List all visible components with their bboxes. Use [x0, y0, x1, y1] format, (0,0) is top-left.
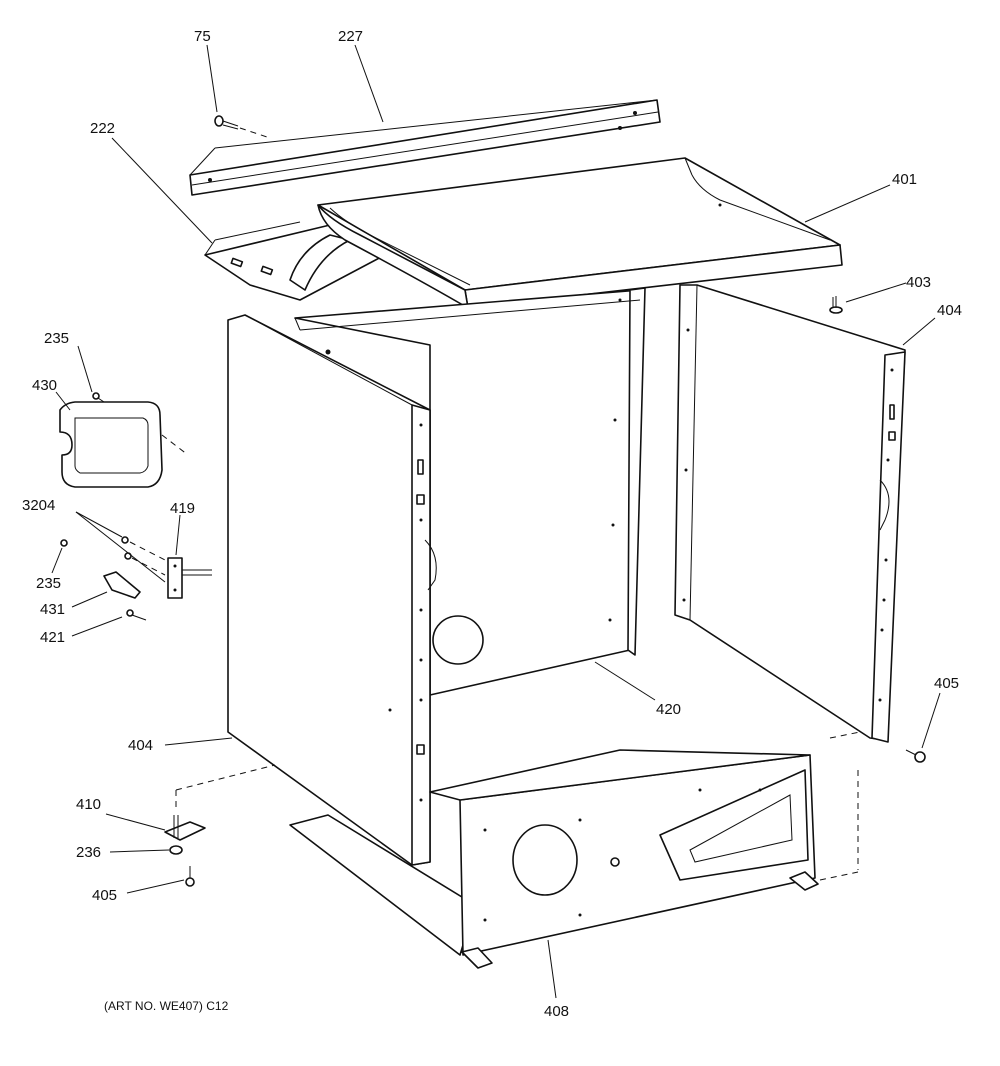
part-405-screw-right [905, 749, 926, 763]
callout-403: 403 [906, 274, 931, 291]
part-420-rear-panel [294, 287, 646, 696]
callout-430: 430 [32, 377, 57, 394]
part-222-top-bracket [204, 221, 386, 301]
callout-404-left: 404 [128, 737, 153, 754]
callout-408: 408 [544, 1003, 569, 1020]
part-227-rear-strip [189, 99, 661, 196]
part-419-switch [167, 557, 212, 599]
callout-404-right: 404 [937, 302, 962, 319]
art-number-caption: (ART NO. WE407) C12 [104, 999, 229, 1013]
part-3204-screws [60, 536, 166, 576]
callout-420: 420 [656, 701, 681, 718]
callout-419: 419 [170, 500, 195, 517]
callout-401: 401 [892, 171, 917, 188]
part-410-leveling-leg [164, 790, 206, 841]
callout-222: 222 [90, 120, 115, 137]
part-404-left-side-panel [227, 314, 437, 866]
part-235-screw-top [92, 392, 105, 403]
part-430-bezel [59, 401, 189, 488]
callout-235-mid: 235 [36, 575, 61, 592]
part-408-base [289, 749, 819, 969]
assembly-dashed-lines [175, 731, 861, 881]
callout-421: 421 [40, 629, 65, 646]
callout-405-right: 405 [934, 675, 959, 692]
callout-75: 75 [194, 28, 211, 45]
callout-410: 410 [76, 796, 101, 813]
part-421-screw [126, 609, 147, 621]
part-405-screw-left [185, 866, 195, 887]
part-236-foot [169, 845, 183, 855]
part-431-bracket [103, 571, 141, 599]
callout-227: 227 [338, 28, 363, 45]
callout-431: 431 [40, 601, 65, 618]
leader-lines [51, 44, 941, 999]
part-401-top-panel [317, 157, 843, 309]
callout-labels: 75 227 222 401 403 404 235 430 3204 419 … [22, 28, 962, 1020]
callout-3204: 3204 [22, 497, 55, 514]
part-75-screw [214, 115, 271, 139]
callout-405-left: 405 [92, 887, 117, 904]
callout-236: 236 [76, 844, 101, 861]
callout-235-top: 235 [44, 330, 69, 347]
part-404-right-side-panel [674, 284, 906, 743]
part-403-screw [829, 296, 843, 314]
